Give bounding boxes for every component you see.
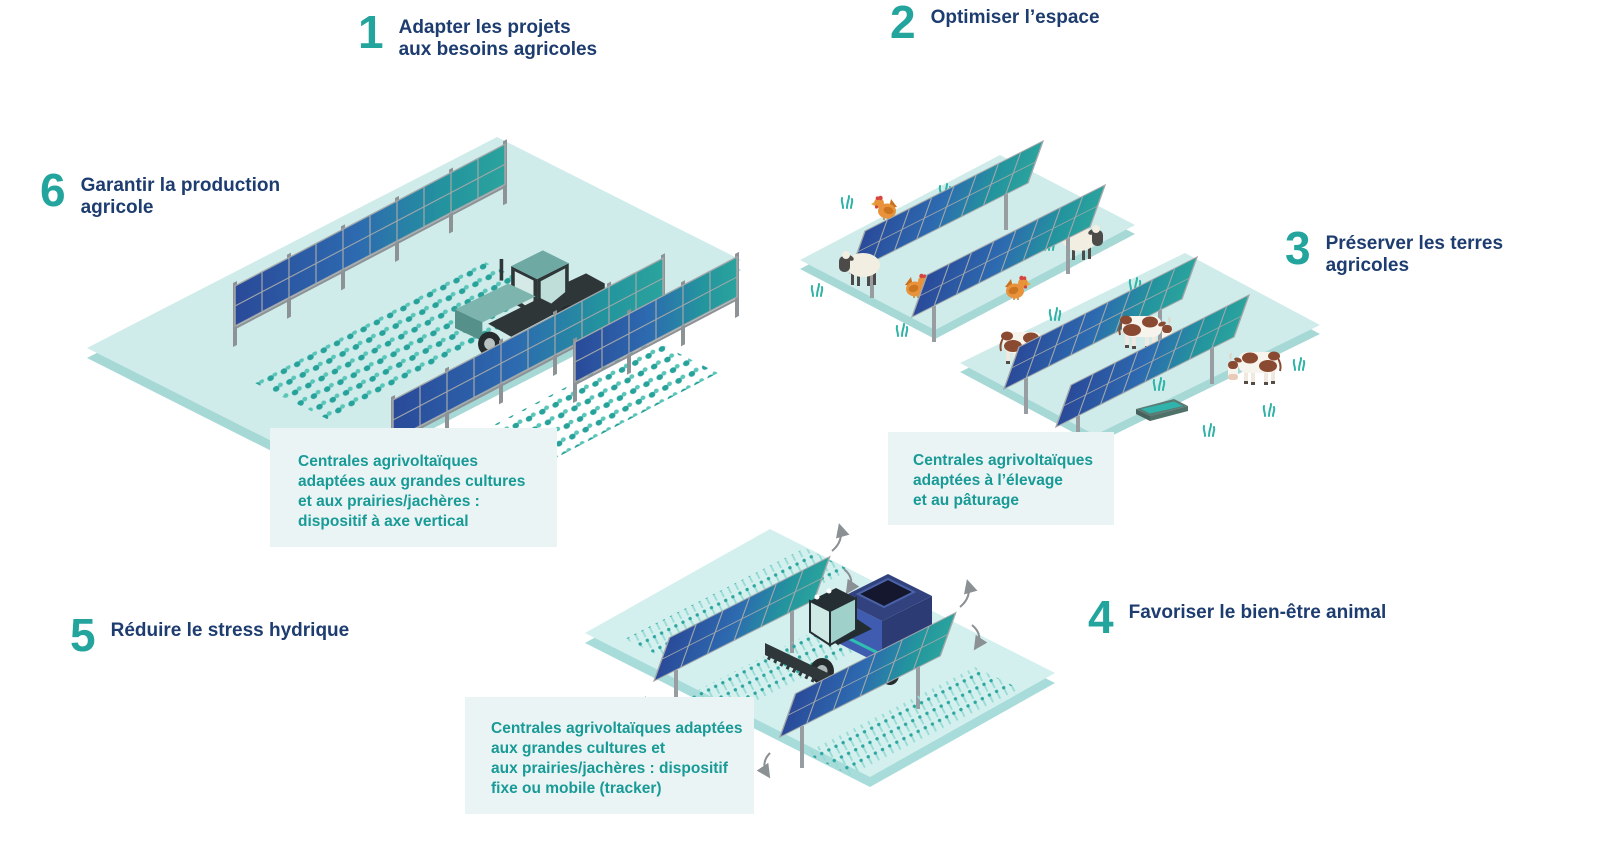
step-4-number: 4	[1088, 591, 1114, 643]
solar-table-icon	[849, 140, 1044, 298]
platform-top	[800, 155, 1135, 330]
solar-tracker-icon	[779, 611, 957, 768]
step-4-title: Favoriser le bien-être animal	[1128, 602, 1387, 623]
step-6-number: 6	[40, 164, 66, 216]
step-1-number: 1	[358, 6, 384, 58]
grass-icon	[840, 195, 854, 209]
grass-icon	[1048, 307, 1062, 321]
solar-tracker-icon	[653, 555, 831, 712]
illustration-livestock	[800, 140, 1320, 452]
step-5: 5 Réduire le stress hydrique	[70, 609, 350, 661]
rotation-arrow-icon	[959, 579, 978, 608]
step-5-number: 5	[70, 609, 96, 661]
step-2-number: 2	[890, 0, 916, 48]
grass-icon	[810, 283, 824, 297]
rotation-arrow-icon	[831, 523, 850, 552]
solar-table-icon	[911, 184, 1106, 342]
rotation-arrow-icon	[756, 752, 771, 779]
rotation-arrow-icon	[843, 568, 860, 595]
step-5-title: Réduire le stress hydrique	[110, 620, 350, 641]
grass-icon	[1292, 357, 1306, 371]
harvester-icon	[765, 574, 933, 690]
crop-rows	[805, 667, 1022, 776]
step-2: 2 Optimiser l’espace	[890, 0, 1100, 48]
step-4: 4 Favoriser le bien-être animal	[1088, 591, 1387, 643]
rotation-arrow-icon	[971, 624, 988, 651]
step-2-title: Optimiser l’espace	[930, 7, 1100, 28]
grass-icon	[1202, 423, 1216, 437]
step-3-number: 3	[1285, 222, 1311, 274]
platform-top	[960, 253, 1320, 435]
illustration-tracker	[585, 523, 1055, 787]
grass-icon	[1262, 403, 1276, 417]
grass-icon	[895, 323, 909, 337]
